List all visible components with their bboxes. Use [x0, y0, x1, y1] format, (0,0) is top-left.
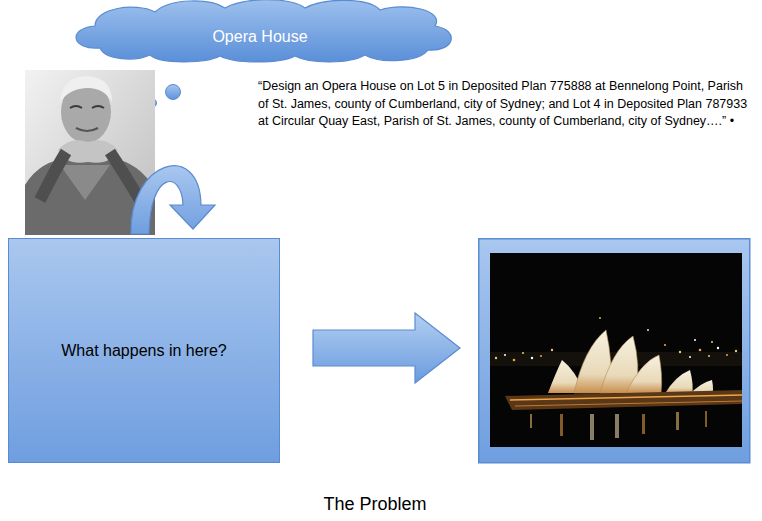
- brief-quote: “Design an Opera House on Lot 5 in Depos…: [258, 78, 748, 131]
- thought-cloud: Opera House: [60, 0, 460, 62]
- cloud-path: [76, 0, 451, 62]
- result-box: [479, 239, 750, 463]
- opera-house: [505, 330, 742, 410]
- block-arrow: [313, 313, 460, 383]
- caption: The Problem: [275, 494, 475, 515]
- process-box: What happens in here?: [8, 238, 280, 463]
- node-text: What happens in here?: [61, 342, 226, 360]
- water-reflections: [530, 411, 707, 440]
- curved-arrow: [131, 166, 215, 234]
- node-text: Opera House: [212, 28, 307, 46]
